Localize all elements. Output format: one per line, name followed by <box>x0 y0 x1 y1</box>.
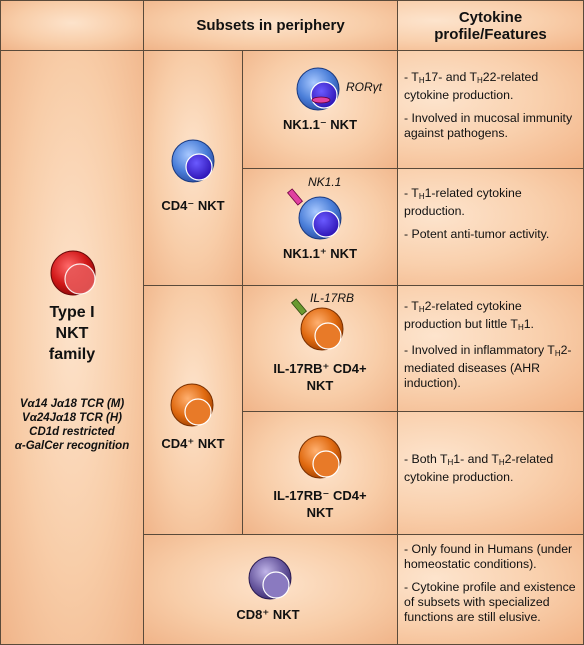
features-nk11pos-cell <box>397 168 584 286</box>
feature-il17rbpos-2: - Involved in inflammatory TH2-mediated … <box>404 343 572 390</box>
il17rbneg-label-line-1: IL-17RB⁻ CD4+ <box>273 488 367 503</box>
il17rbneg-label-line-2: NKT <box>306 505 334 520</box>
family-details: Vα14 Jα18 TCR (M) Vα24Jα18 TCR (H) CD1d … <box>0 397 144 453</box>
family-detail-3: CD1d restricted <box>29 426 115 438</box>
nk11pos-nkt-cell-icon <box>286 188 342 240</box>
cd4pos-label: CD4⁺ NKT <box>161 436 225 451</box>
family-title-line-3: family <box>48 346 96 363</box>
cd8pos-label: CD8⁺ NKT <box>236 607 300 622</box>
feature-nk11pos-2: - Potent anti-tumor activity. <box>404 227 550 241</box>
header-subsets-text: Subsets in periphery <box>196 17 345 34</box>
header-subsets: Subsets in periphery <box>143 0 398 51</box>
family-cell <box>0 50 144 645</box>
cd4neg-nkt-cell-icon <box>171 139 215 183</box>
il17rb-marker-label: IL-17RB <box>310 291 355 305</box>
header-empty-cell <box>0 0 144 51</box>
cd8pos-nkt-cell-icon <box>248 556 292 600</box>
cd4pos-nkt-cell-icon <box>170 383 214 427</box>
feature-nk11neg-2: - Involved in mucosal immunity against p… <box>404 111 573 140</box>
il17rbpos-label: IL-17RB⁺ CD4+ NKT <box>242 360 398 394</box>
features-nk11pos: - TH1-related cytokine production. - Pot… <box>404 186 579 250</box>
nk11-marker-label: NK1.1 <box>308 175 342 189</box>
features-cd8pos-cell <box>397 534 584 645</box>
family-detail-1: Vα14 Jα18 TCR (M) <box>19 398 125 410</box>
feature-nk11neg-1: - TH17- and TH22-related cytokine produc… <box>404 70 539 102</box>
il17rbneg-nkt-cell-icon <box>298 435 342 479</box>
features-il17rbneg-cell <box>397 411 584 535</box>
features-nk11neg: - TH17- and TH22-related cytokine produc… <box>404 70 579 149</box>
feature-il17rbneg-1: - Both TH1- and TH2-related cytokine pro… <box>404 452 554 484</box>
features-il17rbpos: - TH2-related cytokine production but li… <box>404 299 579 399</box>
cd4neg-label: CD4⁻ NKT <box>161 198 225 213</box>
feature-nk11pos-1: - TH1-related cytokine production. <box>404 186 522 218</box>
family-title-line-2: NKT <box>55 325 89 342</box>
feature-il17rbpos-1: - TH2-related cytokine production but li… <box>404 299 534 332</box>
nk11pos-label: NK1.1⁺ NKT <box>282 246 358 261</box>
feature-cd8pos-1: - Only found in Humans (under homeostati… <box>404 542 573 571</box>
family-title-line-1: Type I <box>49 304 95 321</box>
nk11neg-nkt-cell-icon <box>296 67 340 111</box>
feature-cd8pos-2: - Cytokine profile and existence of subs… <box>404 580 576 624</box>
il17rbpos-label-line-2: NKT <box>306 378 334 393</box>
features-cd8pos: - Only found in Humans (under homeostati… <box>404 542 580 633</box>
features-nk11neg-cell <box>397 50 584 169</box>
il17rbpos-label-line-1: IL-17RB⁺ CD4+ <box>273 361 367 376</box>
family-detail-4: α-GalCer recognition <box>14 440 130 452</box>
il17rbneg-label: IL-17RB⁻ CD4+ NKT <box>242 487 398 521</box>
features-il17rbneg: - Both TH1- and TH2-related cytokine pro… <box>404 452 579 493</box>
family-detail-2: Vα24Jα18 TCR (H) <box>22 412 122 424</box>
header-features-text: Cytokine profile/Features <box>434 8 547 43</box>
il17rbpos-nkt-cell-icon <box>290 298 344 351</box>
family-title: Type I NKT family <box>0 302 144 365</box>
nk11neg-label: NK1.1⁻ NKT <box>282 117 358 132</box>
red-nkt-cell-icon <box>50 250 96 296</box>
rorgt-marker-label: RORγt <box>346 80 382 94</box>
